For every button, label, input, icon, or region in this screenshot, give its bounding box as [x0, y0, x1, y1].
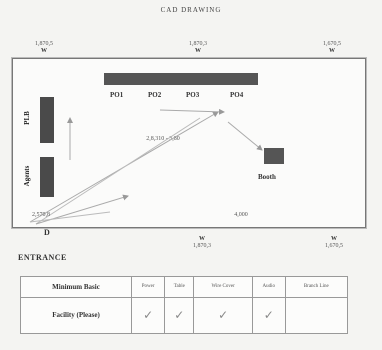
check-cell-branch-line	[284, 296, 349, 335]
check-icon: ✓	[174, 307, 185, 322]
column-header-power: Power	[130, 276, 166, 298]
facility-table: Minimum Basic Power Table Wire Cover Aud…	[20, 276, 349, 335]
row-header-facility: Facility (Please)	[20, 296, 132, 335]
agents-unit	[40, 157, 54, 197]
wall-bottom-right-label: W	[331, 236, 337, 242]
wall-bottom-left-label: D	[44, 228, 50, 237]
pod-label-3: PO3	[186, 91, 200, 99]
dim-top-left-value: 1,870,5	[35, 41, 53, 47]
dim-bottom-mid-value: 1,870,3	[193, 243, 211, 249]
dim-interior: 2,8,310 - 3,80	[146, 136, 180, 142]
pod-row-bar	[104, 73, 258, 85]
check-icon: ✓	[263, 307, 274, 322]
column-header-branch-line: Branch Line	[284, 276, 349, 298]
check-cell-wire-cover: ✓	[193, 296, 253, 335]
booth-label: Booth	[258, 173, 276, 181]
table-row: Facility (Please) ✓ ✓ ✓ ✓	[20, 296, 349, 335]
entrance-label: ENTRANCE	[18, 253, 67, 262]
wall-bottom-mid-label: W	[199, 236, 205, 242]
check-icon: ✓	[218, 307, 229, 322]
dim-bottom-left: 2,570,8	[32, 212, 50, 218]
pod-label-4: PO4	[230, 91, 244, 99]
check-icon: ✓	[143, 307, 154, 322]
dim-top-right: 1,670,5 W	[312, 41, 352, 55]
column-header-audio: Audio	[251, 276, 286, 298]
check-cell-table: ✓	[164, 296, 195, 335]
wall-top-left-label: W	[41, 48, 47, 54]
dim-top-mid-value: 1,870,3	[189, 41, 207, 47]
dim-bottom-right: W 1,670,5	[314, 236, 354, 250]
dim-top-mid: 1,870,3 W	[178, 41, 218, 55]
booth-unit	[264, 148, 284, 164]
dim-bottom-mid: W 1,870,3	[182, 236, 222, 250]
dim-bottom-right-value: 1,670,5	[325, 243, 343, 249]
pod-label-1: PO1	[110, 91, 124, 99]
dim-bottom-mid-inner: 4,000	[234, 212, 248, 218]
wall-top-mid-label: W	[195, 48, 201, 54]
dim-top-right-value: 1,670,5	[323, 41, 341, 47]
drawing-title: CAD DRAWING	[160, 6, 222, 14]
table-row: Minimum Basic Power Table Wire Cover Aud…	[20, 276, 349, 298]
pod-label-2: PO2	[148, 91, 162, 99]
column-header-wire-cover: Wire Cover	[193, 276, 253, 298]
dim-top-left: 1,870,5 W	[24, 41, 64, 55]
plb-unit	[40, 97, 54, 143]
wall-top-right-label: W	[329, 48, 335, 54]
plb-label: PLB	[23, 111, 31, 125]
row-header-minimum-basic: Minimum Basic	[20, 276, 132, 298]
check-cell-power: ✓	[130, 296, 166, 335]
agents-label: Agents	[23, 165, 31, 187]
column-header-table: Table	[164, 276, 195, 298]
check-cell-audio: ✓	[251, 296, 286, 335]
